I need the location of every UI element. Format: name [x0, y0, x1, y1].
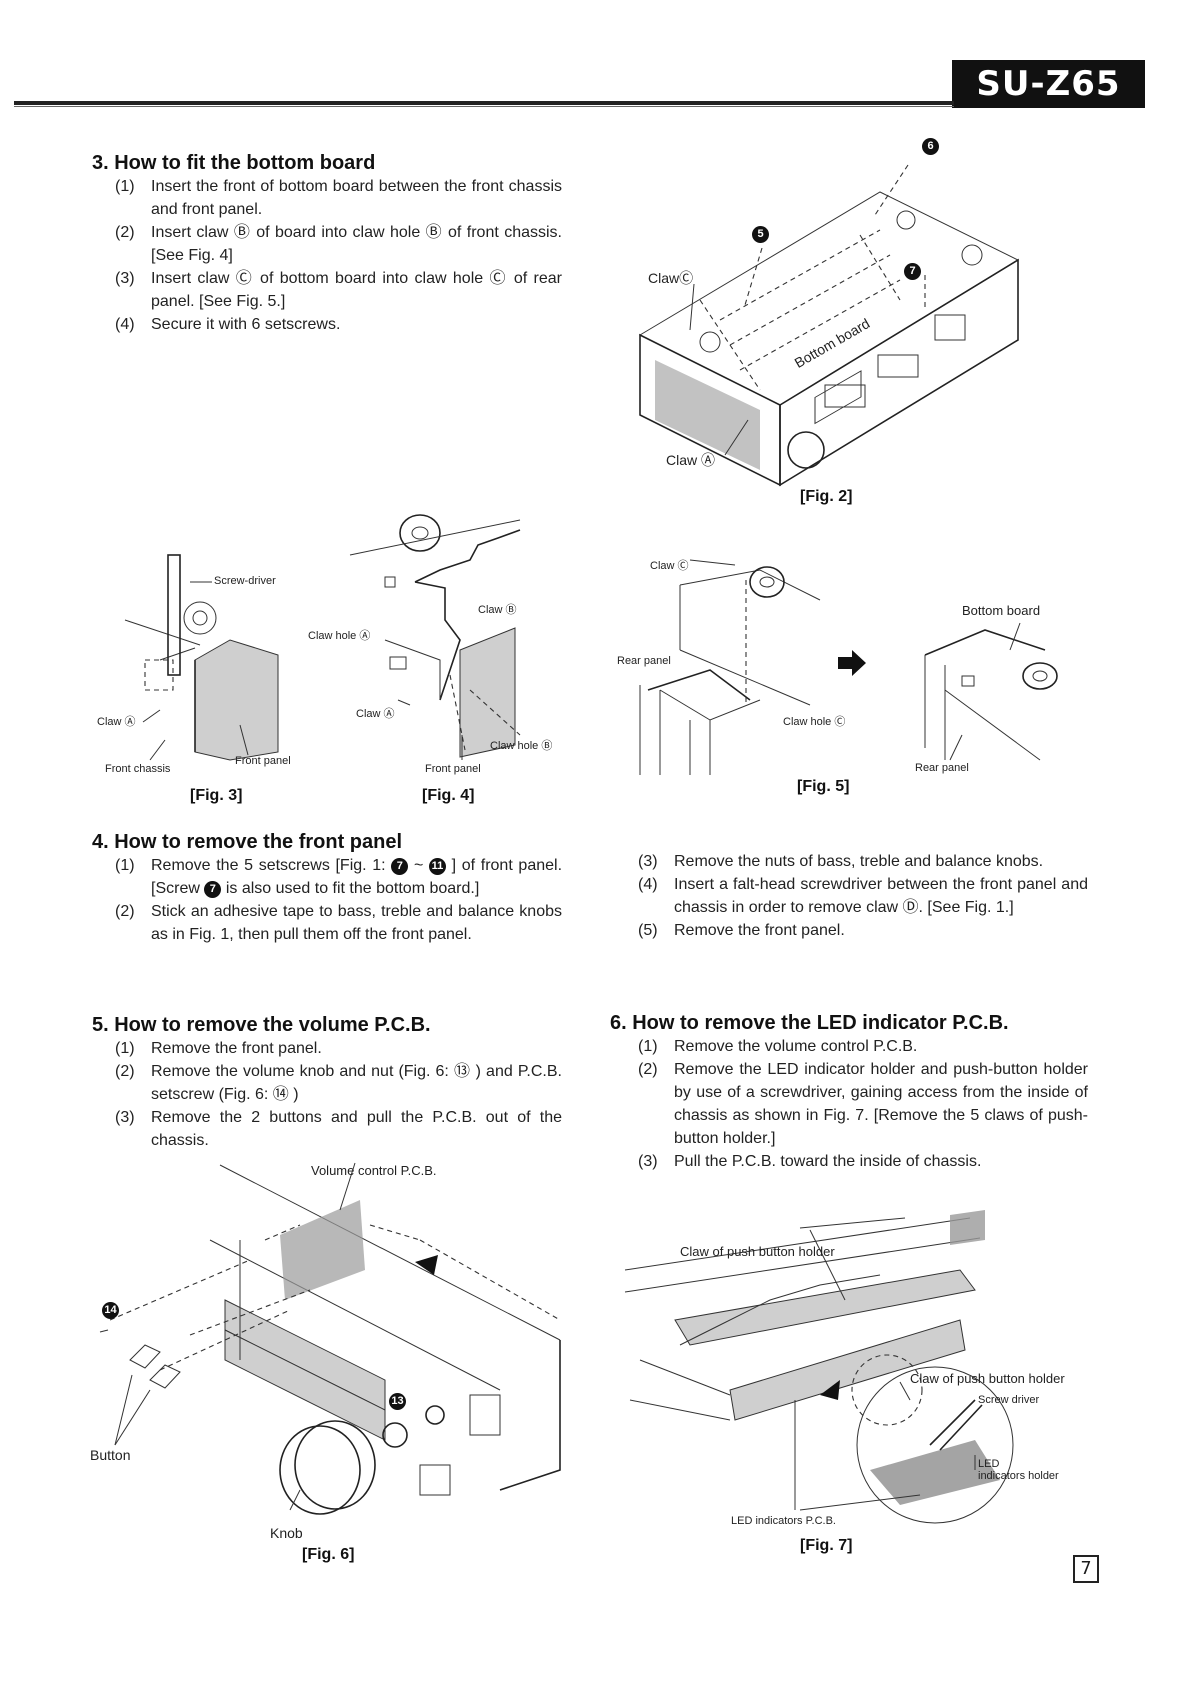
fig2-bottom-board-label: Bottom board: [791, 315, 873, 371]
list-item: (3)Insert claw Ⓒ of bottom board into cl…: [115, 270, 562, 310]
page-number: 7: [1073, 1555, 1099, 1583]
fig6-caption: [Fig. 6]: [302, 1546, 355, 1563]
header-rule: [14, 101, 954, 105]
list-item: (2)Remove the volume knob and nut (Fig. …: [115, 1063, 562, 1103]
fig5-bottom-board-label: Bottom board: [962, 603, 1041, 618]
fig4-claw-b-label: Claw Ⓑ: [478, 604, 517, 616]
fig7-screw-driver-label: Screw driver: [978, 1394, 1040, 1406]
fig5-caption: [Fig. 5]: [797, 778, 850, 795]
list-item: (1)Remove the volume control P.C.B.: [638, 1038, 918, 1055]
section-4-steps-left: (1) Remove the 5 setscrews [Fig. 1: 7 ~ …: [115, 854, 562, 946]
section-6-title: 6. How to remove the LED indicator P.C.B…: [610, 1012, 1009, 1034]
fig3-screwdriver-label: Screw-driver: [214, 575, 276, 587]
fig4-front-panel-label: Front panel: [425, 763, 481, 775]
fig6-volume-pcb-label: Volume control P.C.B.: [311, 1163, 437, 1178]
fig3-front-chassis-label: Front chassis: [105, 763, 171, 775]
list-item: (4)Insert a falt-head screwdriver betwee…: [638, 876, 1088, 916]
fig7-led-holder-label-1: LED: [978, 1458, 1000, 1470]
fig6-button-label: Button: [90, 1447, 131, 1463]
list-item: (1)Insert the front of bottom board betw…: [115, 178, 562, 218]
fig7-led-pcb-label: LED indicators P.C.B.: [731, 1515, 836, 1527]
fig6-marker-14: 14: [102, 1301, 119, 1319]
fig2-claw-c-label: ClawⒸ: [648, 270, 694, 286]
list-item: (3)Remove the 2 buttons and pull the P.C…: [115, 1109, 562, 1149]
fig7-caption: [Fig. 7]: [800, 1537, 853, 1554]
header-rule-thin: [14, 106, 954, 107]
list-item: (3)Remove the nuts of bass, treble and b…: [638, 853, 1044, 870]
list-item: (1)Remove the front panel.: [115, 1040, 322, 1057]
section-3-title: 3. How to fit the bottom board: [92, 152, 376, 174]
list-item: (4)Secure it with 6 setscrews.: [115, 316, 341, 333]
fig4-caption: [Fig. 4]: [422, 787, 475, 804]
section-4-title: 4. How to remove the front panel: [92, 831, 403, 853]
fig5-claw-hole-c-label: Claw hole Ⓒ: [783, 716, 846, 728]
fig2-claw-a-label: Claw Ⓐ: [666, 452, 716, 468]
fig3-front-panel-label: Front panel: [235, 755, 291, 767]
fig6-knob-label: Knob: [270, 1525, 303, 1541]
fig7-claw-holder-top-label: Claw of push button holder: [680, 1244, 835, 1259]
list-item: (3)Pull the P.C.B. toward the inside of …: [638, 1153, 982, 1170]
fig2-caption: [Fig. 2]: [800, 488, 853, 505]
list-item: (2)Stick an adhesive tape to bass, trebl…: [115, 903, 562, 943]
section-6-steps: (1)Remove the volume control P.C.B. (2)R…: [638, 1035, 1088, 1173]
fig2-marker-5: 5: [752, 225, 769, 243]
section-5-steps: (1)Remove the front panel. (2)Remove the…: [115, 1037, 562, 1152]
fig5-rear-panel-label: Rear panel: [617, 655, 671, 667]
list-item: (2)Insert claw Ⓑ of board into claw hole…: [115, 224, 562, 264]
fig5-claw-c-label: Claw Ⓒ: [650, 560, 689, 572]
model-badge: SU-Z65: [952, 60, 1145, 108]
fig3-claw-a-label: Claw Ⓐ: [97, 716, 136, 728]
fig4-claw-a-label: Claw Ⓐ: [356, 708, 395, 720]
list-item: (2)Remove the LED indicator holder and p…: [638, 1061, 1088, 1147]
fig5-rear-panel2-label: Rear panel: [915, 762, 969, 774]
fig3-caption: [Fig. 3]: [190, 787, 243, 804]
fig7-led-holder-label-2: indicators holder: [978, 1470, 1059, 1482]
list-item: (5)Remove the front panel.: [638, 922, 845, 939]
list-item: (1) Remove the 5 setscrews [Fig. 1: 7 ~ …: [115, 857, 563, 898]
fig4-claw-hole-b-label: Claw hole Ⓑ: [490, 740, 553, 752]
fig4-claw-hole-a-label: Claw hole Ⓐ: [308, 630, 371, 642]
section-3-steps: (1)Insert the front of bottom board betw…: [115, 175, 562, 336]
fig2-marker-6: 6: [922, 137, 939, 155]
fig7-claw-holder-mid-label: Claw of push button holder: [910, 1371, 1065, 1386]
section-4-steps-right: (3)Remove the nuts of bass, treble and b…: [638, 850, 1088, 942]
fig6-marker-13: 13: [389, 1392, 406, 1410]
fig2-marker-7: 7: [904, 262, 921, 280]
section-5-title: 5. How to remove the volume P.C.B.: [92, 1014, 431, 1036]
